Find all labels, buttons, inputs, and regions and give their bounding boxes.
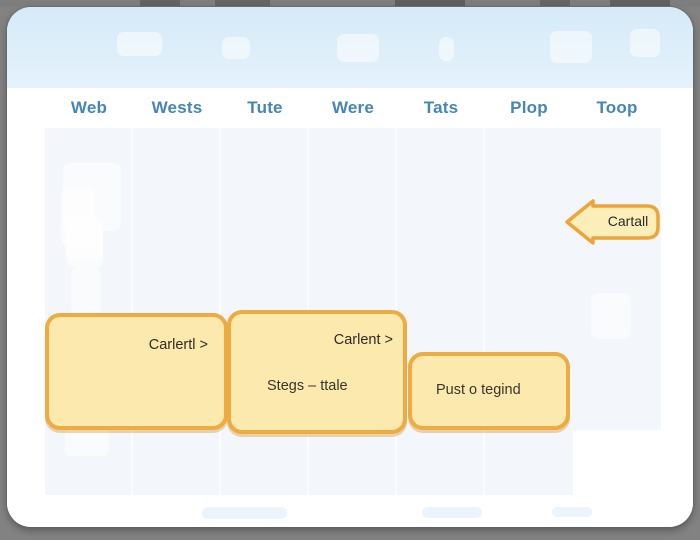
column-header-row: Web Wests Tute Were Tats Plop Toop xyxy=(45,88,661,128)
ghost-shape xyxy=(65,428,109,456)
nav-tab-wests[interactable]: Wests xyxy=(151,98,203,117)
nav-tab-were[interactable]: Were xyxy=(331,98,375,117)
callout-link[interactable]: Carlent > xyxy=(333,332,393,348)
ghost-shape xyxy=(222,37,250,59)
ghost-shape xyxy=(337,34,379,62)
ghost-shape xyxy=(552,507,592,517)
app-window: Web Wests Tute Were Tats Plop Toop Carl xyxy=(7,7,693,527)
header-banner xyxy=(7,7,693,88)
ghost-shape xyxy=(439,37,454,61)
nav-tab-tute[interactable]: Tute xyxy=(247,98,283,117)
callout-box-2[interactable]: Carlent > Stegs – ttale xyxy=(227,310,407,434)
nav-tab-toop[interactable]: Toop xyxy=(596,98,638,117)
ghost-shape xyxy=(591,293,631,339)
callout-text: Pust o tegind xyxy=(436,382,521,398)
nav-tab-plop[interactable]: Plop xyxy=(510,98,548,117)
ghost-shape xyxy=(67,228,103,268)
callout-link[interactable]: Carlertl > xyxy=(148,337,208,353)
grid-column xyxy=(65,128,573,495)
ghost-shape xyxy=(117,32,162,56)
nav-tab-tats[interactable]: Tats xyxy=(423,98,459,117)
arrow-callout-label: Cartall xyxy=(607,213,649,229)
callout-text: Stegs – ttale xyxy=(267,378,348,394)
ghost-shape xyxy=(422,507,482,518)
page-top-remnants xyxy=(0,0,700,7)
grid-column xyxy=(67,128,485,495)
nav-tab-web[interactable]: Web xyxy=(70,98,108,117)
arrow-callout[interactable]: Cartall xyxy=(563,195,667,249)
ghost-shape xyxy=(550,31,592,63)
ghost-shape xyxy=(71,268,101,314)
ghost-shape xyxy=(630,29,660,57)
grid-column xyxy=(573,128,661,430)
ghost-shape xyxy=(202,507,287,519)
window-footer xyxy=(7,495,693,527)
left-arrow-icon xyxy=(565,199,660,245)
grid-column xyxy=(65,128,221,495)
callout-box-3[interactable]: Pust o tegind xyxy=(408,352,570,430)
callout-box-1[interactable]: Carlertl > xyxy=(45,313,228,430)
